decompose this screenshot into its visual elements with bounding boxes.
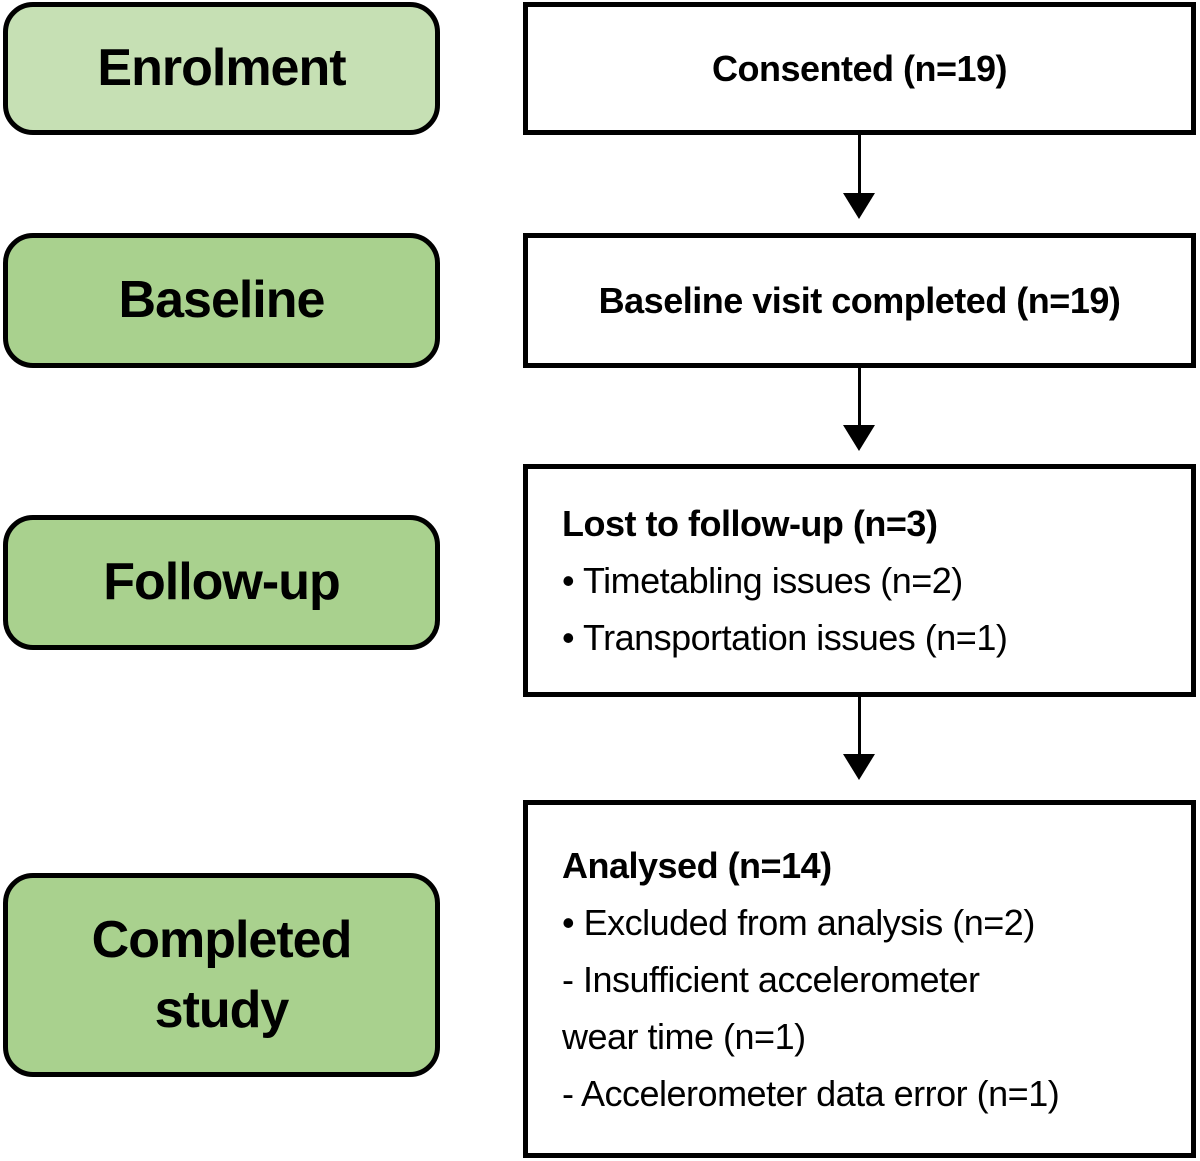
down-arrow-icon [843,368,876,451]
stage-box-baseline: Baseline [3,233,440,368]
stage-label-enrolment: Enrolment [97,39,346,98]
flow-box-bullet-line: • Transportation issues (n=1) [562,617,1008,658]
down-arrow-icon [843,695,876,780]
flow-box-bullet-line: - Insufficient accelerometer [562,958,980,1000]
flow-box-baseline-visit: Baseline visit completed (n=19) [523,233,1196,368]
flow-box-heading: Baseline visit completed (n=19) [598,280,1121,321]
stage-box-completed-study: Completed study [3,873,440,1077]
stage-label-baseline: Baseline [118,271,326,330]
flow-box-bullet-line: • Excluded from analysis (n=2) [562,901,1035,943]
stage-box-follow-up: Follow-up [3,515,440,650]
flow-box-heading: Lost to follow-up (n=3) [562,503,938,544]
flow-box-heading: Analysed (n=14) [562,844,832,886]
arrow-shaft [858,695,861,756]
stage-box-enrolment: Enrolment [3,2,440,135]
arrow-head [843,754,875,780]
flow-box-analysed: Analysed (n=14) • Excluded from analysis… [523,800,1196,1158]
flow-box-consented: Consented (n=19) [523,2,1196,135]
flow-box-bullet-line: - Accelerometer data error (n=1) [562,1072,1060,1114]
arrow-head [843,193,875,219]
stage-label-follow-up: Follow-up [103,553,340,612]
stage-label-completed-study: Completed study [91,910,353,1039]
arrow-head [843,425,875,451]
flow-box-bullet-line: wear time (n=1) [562,1015,806,1057]
arrow-shaft [858,135,861,195]
arrow-shaft [858,368,861,427]
flow-box-lost-to-follow-up: Lost to follow-up (n=3) • Timetabling is… [523,464,1196,697]
flow-box-heading: Consented (n=19) [711,48,1008,89]
flow-box-bullet-line: • Timetabling issues (n=2) [562,560,963,601]
down-arrow-icon [843,135,876,219]
